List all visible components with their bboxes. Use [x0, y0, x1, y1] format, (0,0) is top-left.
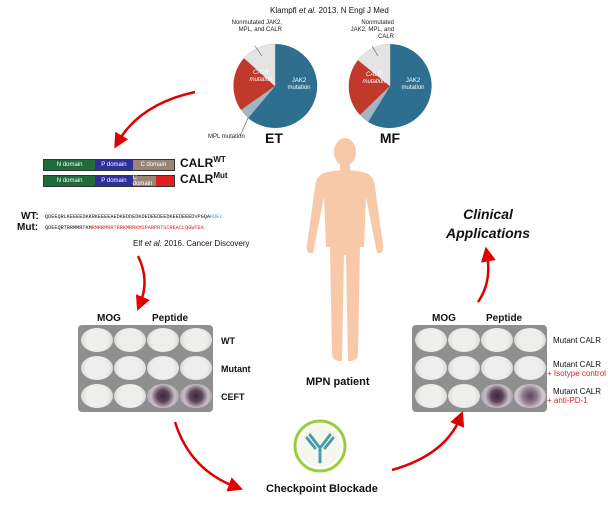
et-pie-nonmutated-slice — [243, 43, 276, 87]
well-spotted — [180, 384, 212, 408]
et-pie-jak2-slice — [248, 43, 318, 128]
et-nonmutated-label: Nonmutated JAK2, MPL, and CALR — [231, 20, 282, 33]
well — [114, 384, 146, 408]
checkpoint-label: Checkpoint Blockade — [266, 483, 378, 495]
right-elispot-plate — [412, 325, 547, 412]
mf-pie — [348, 43, 432, 128]
left-row-wt: WT — [221, 336, 235, 346]
well-spotted — [514, 384, 546, 408]
mf-nonmutated-label: Nonmutated JAK2, MPL, and CALR — [350, 20, 394, 40]
left-row-mutant: Mutant — [221, 364, 251, 374]
left-row-ceft: CEFT — [221, 392, 245, 402]
mf-jak2-label: JAK2 mutation — [401, 78, 425, 91]
mf-calr-label: CALR mutation — [362, 72, 386, 85]
well — [514, 356, 546, 380]
left-peptide-header: Peptide — [152, 313, 189, 324]
well — [415, 328, 447, 352]
right-row-3: Mutant CALR + anti-PD-1 — [547, 387, 602, 405]
et-pie-mpl-slice — [241, 86, 275, 118]
calr-wt-domain-bar: N domain P domain C domain — [43, 159, 175, 171]
n-domain: N domain — [44, 160, 96, 170]
right-row-1: Mutant CALR — [553, 336, 602, 345]
arrow-calr-to-elispot — [135, 255, 150, 311]
well — [415, 384, 447, 408]
arrow-pies-to-calr — [114, 90, 196, 149]
mut-sequence: QDEEQRTRRMMRTKMRMRRMRRTRRKMRRKMSPARPRTSC… — [45, 225, 204, 231]
human-body-silhouette — [306, 138, 384, 361]
mutant-tail — [156, 176, 175, 186]
wt-sequence: QDEEQRLKEEEEDKKRKEEEEAEDKEDDEDKDEDEEDEED… — [45, 214, 223, 220]
et-mpl-label: MPL mutation — [208, 134, 245, 140]
well-spotted — [481, 384, 513, 408]
calr-mut-label: CALRMut — [180, 171, 228, 186]
patient-label: MPN patient — [306, 376, 370, 388]
well — [81, 384, 113, 408]
right-mog-header: MOG — [432, 313, 456, 324]
calr-mut-domain-bar: N domain P domain C domain — [43, 175, 175, 187]
mf-pie-mpl-slice — [360, 86, 390, 122]
arrow-right-elispot-to-clinical — [476, 246, 496, 303]
well — [481, 356, 513, 380]
calr-wt-label: CALRWT — [180, 155, 226, 170]
well — [514, 328, 546, 352]
et-pie — [233, 43, 318, 128]
c-domain: C domain — [132, 160, 174, 170]
antibody-icon — [293, 419, 347, 473]
et-jak2-label: JAK2 mutation — [287, 78, 311, 91]
well — [415, 356, 447, 380]
arrow-elispot-to-checkpoint — [173, 421, 244, 492]
left-elispot-plate — [78, 325, 213, 412]
left-mog-header: MOG — [97, 313, 121, 324]
well — [180, 328, 212, 352]
mf-title: MF — [379, 130, 401, 146]
well-spotted — [147, 384, 179, 408]
well — [180, 356, 212, 380]
well — [448, 356, 480, 380]
mutation-pie-charts — [233, 43, 432, 137]
n-domain: N domain — [44, 176, 96, 186]
well — [147, 356, 179, 380]
citation-klampfl: Klampfl et al. 2013. N Engl J Med — [270, 6, 389, 15]
p-domain: P domain — [95, 160, 133, 170]
well — [481, 328, 513, 352]
et-pie-calr-slice — [233, 58, 275, 110]
right-peptide-header: Peptide — [486, 313, 523, 324]
well — [448, 328, 480, 352]
arrow-checkpoint-to-right-elispot — [391, 411, 465, 472]
et-title: ET — [265, 130, 283, 146]
mf-pie-calr-slice — [348, 60, 390, 115]
p-domain: P domain — [95, 176, 133, 186]
c-domain: C domain — [132, 175, 157, 187]
well — [147, 328, 179, 352]
mut-seq-label: Mut: — [17, 222, 39, 233]
clinical-applications-label: Clinical Applications — [445, 206, 530, 241]
right-row-2: Mutant CALR + Isotype control — [547, 360, 606, 378]
et-calr-label: CALR mutation — [249, 70, 273, 83]
wt-seq-label: WT: — [21, 211, 39, 222]
well — [114, 356, 146, 380]
well — [448, 384, 480, 408]
well — [81, 356, 113, 380]
mf-pie-nonmutated-slice — [357, 43, 391, 87]
mf-pie-jak2-slice — [368, 44, 432, 128]
well — [114, 328, 146, 352]
citation-elf: Elf et al. 2016. Cancer Discovery — [133, 239, 250, 248]
well — [81, 328, 113, 352]
